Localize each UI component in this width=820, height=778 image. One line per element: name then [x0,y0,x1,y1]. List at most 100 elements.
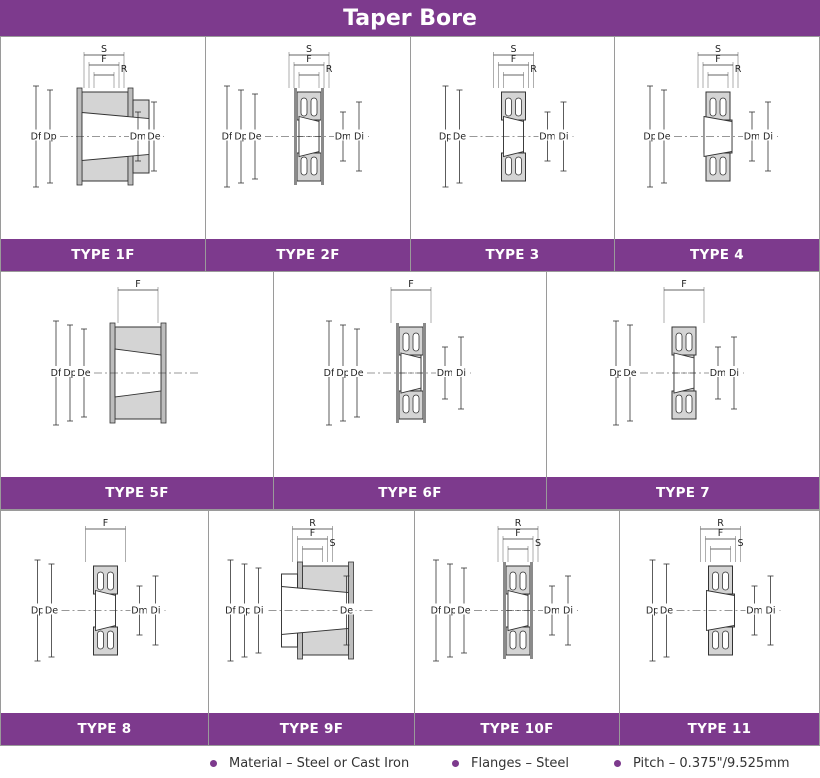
rim-top [705,91,731,121]
rim-window [722,571,729,591]
rim-bottom [708,626,733,656]
type-label: TYPE 3 [411,239,614,271]
label-bg [75,366,93,377]
label-bg [538,129,557,141]
dim-label-right-0: Dm [746,606,763,617]
dim-label-right-0: Dm [710,368,727,379]
top-dim-label-0: R [717,518,724,529]
dim-label-0: Dp [31,606,44,617]
dim-label-0: Dp [646,606,659,617]
rim-window [412,332,420,352]
top-dim-label-1: F [718,528,723,539]
pulley-drawing-2f [249,88,369,185]
dim-label-0: Dp [643,132,656,143]
dim-label-0: Dp [439,132,452,143]
dim-label-1: Dp [336,368,349,379]
label-bg [27,129,45,141]
dim-label-right-0: Dm [744,132,761,143]
label-bg [427,603,445,615]
rim-window [107,571,114,591]
dim-label-right-0: Dm [130,132,147,143]
dim-label-1: Dp [238,606,251,617]
top-dim-label-1: F [101,54,106,65]
label-bg [47,366,65,377]
top-dim-label-0: R [309,518,316,529]
dim-label-right-0: Dm [335,132,352,143]
dim-label-right-1: Di [354,132,364,143]
rim-window [709,156,717,176]
rim-window [97,630,104,650]
footer-item-pitch: Pitch – 0.375"/9.525mm [614,756,790,771]
flange-left [396,323,399,423]
dim-label-right-0: Dm [544,606,561,617]
dim-label-right-0: De [340,606,353,617]
dim-label-2: De [248,132,261,143]
taper-bore [281,586,349,635]
label-bg [745,603,764,615]
rim-window [509,571,517,591]
dim-label-right-1: Di [151,606,161,617]
rim-window [509,630,517,650]
flange-right [530,562,533,659]
label-bg [436,129,455,141]
top-dim-label-0: S [101,44,107,55]
rim-window [712,630,719,650]
dim-label-right-1: De [147,132,160,143]
dim-label-0: Df [31,132,42,143]
label-bg [441,603,459,615]
label-bg [246,129,264,141]
label-bg [543,603,561,615]
label-bg [641,129,659,141]
label-bg [709,366,727,377]
rim-window [515,156,522,176]
pulley-drawing-11 [660,565,781,656]
label-bg [249,603,268,615]
top-dim-label-0: S [715,44,721,55]
pulley-drawing-7 [624,326,744,420]
rim-window [402,394,410,414]
rim-top [708,565,733,595]
rim-window [310,156,318,176]
rim-window [719,156,727,176]
top-dim-label-0: S [306,44,312,55]
top-dim-label-0: F [103,518,108,529]
top-dim-label-0: F [681,279,686,290]
dim-label-2: De [350,368,363,379]
type-label: TYPE 2F [206,239,410,271]
label-bg [129,129,147,141]
rim-window [107,630,114,650]
footer-item-flanges: Flanges – Steel [452,756,569,771]
material-text: Material – Steel or Cast Iron [229,756,410,771]
top-dim-label-0: F [135,279,140,290]
label-bg [28,603,47,615]
dim-label-1: De [657,132,670,143]
label-bg [759,129,777,141]
label-bg [145,129,163,141]
dim-label-2: Di [254,606,264,617]
rim-window [310,97,318,117]
dim-label-0: Df [51,368,62,379]
top-dim-label-2: S [535,538,541,549]
rim-window [675,394,683,414]
dim-label-1: De [623,368,636,379]
label-bg [320,366,338,377]
rim-window [402,332,410,352]
dim-label-0: Df [222,132,233,143]
label-bg [218,129,236,141]
dim-label-0: Df [324,368,335,379]
rim-top [671,326,697,356]
dim-label-1: Dp [234,132,247,143]
top-dim-label-0: F [408,279,413,290]
label-bg [436,366,454,377]
top-dim-label-2: S [329,538,335,549]
dim-label-right-1: Di [563,606,573,617]
